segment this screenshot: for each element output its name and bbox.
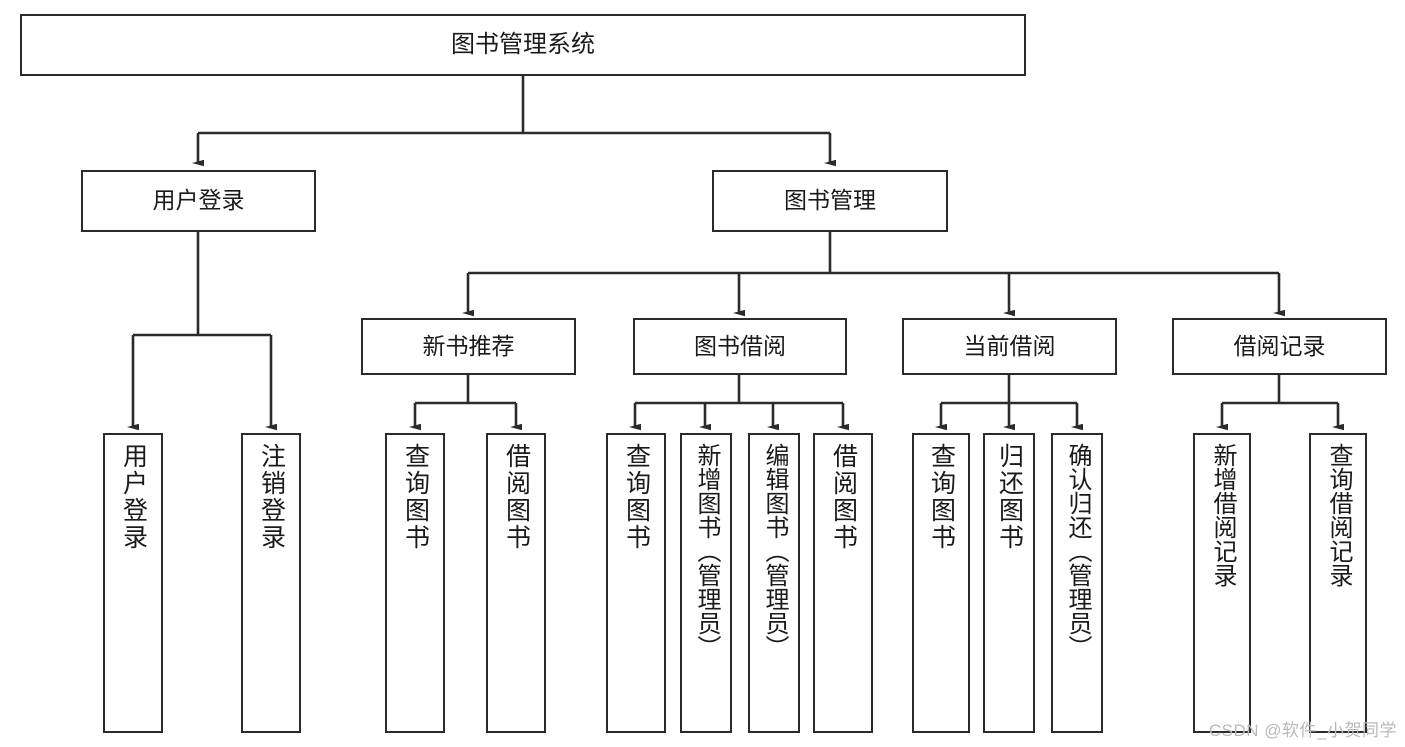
node-label: 查询图书 bbox=[622, 443, 651, 551]
node-new-book-recommend[interactable]: 新书推荐 bbox=[361, 318, 576, 375]
node-label: 用户登录 bbox=[119, 443, 148, 551]
leaf-borrow-record-add-record[interactable]: 新增借阅记录 bbox=[1193, 433, 1251, 733]
leaf-book-borrow-add-book-admin[interactable]: 新增图书（管理员） bbox=[680, 433, 732, 733]
leaf-user-login-login[interactable]: 用户登录 bbox=[103, 433, 163, 733]
node-label: 借阅图书 bbox=[502, 443, 531, 551]
node-label: 当前借阅 bbox=[963, 332, 1056, 359]
leaf-current-borrow-return-book[interactable]: 归还图书 bbox=[983, 433, 1035, 733]
leaf-book-borrow-borrow-book[interactable]: 借阅图书 bbox=[813, 433, 873, 733]
leaf-new-book-query-book[interactable]: 查询图书 bbox=[385, 433, 445, 733]
node-book-management[interactable]: 图书管理 bbox=[712, 170, 948, 232]
node-current-borrow[interactable]: 当前借阅 bbox=[902, 318, 1117, 375]
node-label: 归还图书 bbox=[995, 443, 1024, 551]
node-label: 查询借阅记录 bbox=[1325, 443, 1352, 587]
node-label: 确认归还（管理员） bbox=[1064, 443, 1091, 659]
leaf-book-borrow-query-book[interactable]: 查询图书 bbox=[606, 433, 666, 733]
node-label: 查询图书 bbox=[401, 443, 430, 551]
node-label: 新增借阅记录 bbox=[1209, 443, 1236, 587]
node-label: 编辑图书（管理员） bbox=[761, 443, 788, 659]
watermark-text: CSDN @软件_小贺同学 bbox=[1208, 721, 1397, 740]
node-borrow-record[interactable]: 借阅记录 bbox=[1172, 318, 1387, 375]
node-label: 借阅记录 bbox=[1233, 332, 1326, 359]
node-label: 借阅图书 bbox=[829, 443, 858, 551]
leaf-user-login-logout[interactable]: 注销登录 bbox=[241, 433, 301, 733]
node-label: 图书管理系统 bbox=[451, 30, 595, 58]
node-label: 新书推荐 bbox=[422, 332, 515, 359]
leaf-new-book-borrow-book[interactable]: 借阅图书 bbox=[486, 433, 546, 733]
node-label: 注销登录 bbox=[257, 443, 286, 551]
node-label: 图书借阅 bbox=[694, 332, 786, 359]
node-user-login[interactable]: 用户登录 bbox=[81, 170, 316, 232]
leaf-book-borrow-edit-book-admin[interactable]: 编辑图书（管理员） bbox=[748, 433, 800, 733]
leaf-current-borrow-confirm-return-admin[interactable]: 确认归还（管理员） bbox=[1051, 433, 1103, 733]
node-label: 新增图书（管理员） bbox=[693, 443, 720, 659]
leaf-borrow-record-query-record[interactable]: 查询借阅记录 bbox=[1309, 433, 1367, 733]
node-label: 用户登录 bbox=[152, 187, 245, 214]
node-root-system[interactable]: 图书管理系统 bbox=[20, 14, 1026, 76]
leaf-current-borrow-query-book[interactable]: 查询图书 bbox=[912, 433, 970, 733]
node-label: 图书管理 bbox=[784, 187, 876, 214]
node-book-borrow[interactable]: 图书借阅 bbox=[633, 318, 847, 375]
node-label: 查询图书 bbox=[927, 443, 956, 551]
